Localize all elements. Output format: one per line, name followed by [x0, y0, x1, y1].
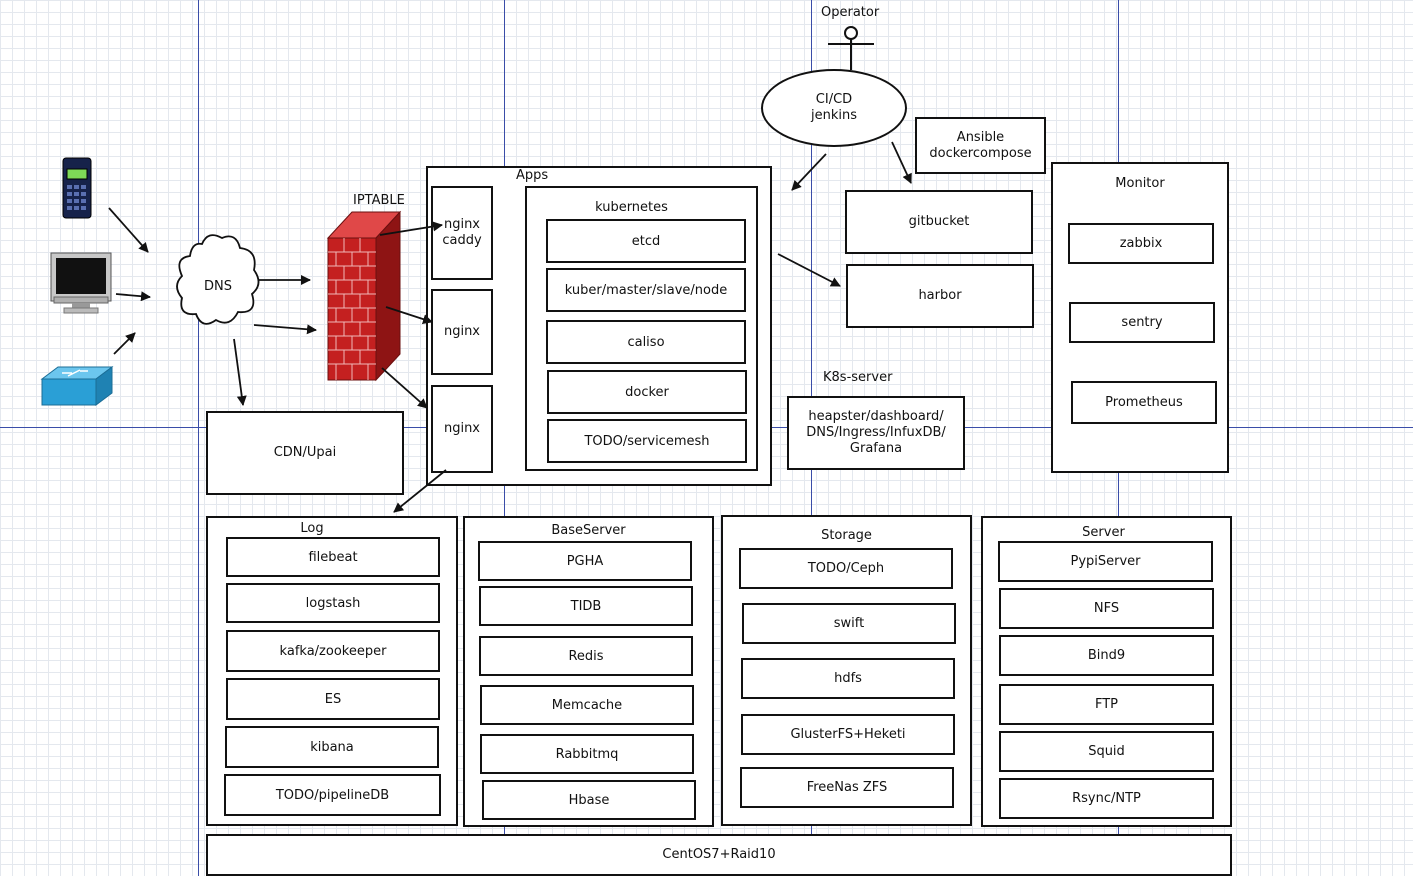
k8s-server-title: K8s-server: [823, 370, 893, 385]
k8s-item[interactable]: kuber/master/slave/node: [546, 268, 746, 312]
log-item[interactable]: logstash: [226, 583, 440, 623]
ansible-box[interactable]: Ansible dockercompose: [915, 117, 1046, 174]
dns-cloud-icon[interactable]: DNS: [172, 228, 264, 332]
harbor-box[interactable]: harbor: [846, 264, 1034, 328]
log-item[interactable]: kafka/zookeeper: [226, 630, 440, 672]
operator-actor-icon: [826, 24, 876, 72]
storage-item[interactable]: swift: [742, 603, 956, 644]
log-item[interactable]: ES: [226, 678, 440, 720]
network-switch-icon[interactable]: [40, 363, 114, 407]
monitor-item[interactable]: Prometheus: [1071, 381, 1217, 424]
server-item[interactable]: Bind9: [999, 635, 1214, 676]
dns-label: DNS: [204, 279, 232, 294]
cdn-box[interactable]: CDN/Upai: [206, 411, 404, 495]
arrow: [233, 338, 247, 406]
baseserver-title: BaseServer: [551, 523, 626, 538]
baseserver-item[interactable]: Rabbitmq: [480, 734, 694, 774]
baseserver-item[interactable]: TIDB: [479, 586, 693, 626]
monitor-item[interactable]: zabbix: [1068, 223, 1214, 264]
baseserver-item[interactable]: PGHA: [478, 541, 692, 581]
baseserver-item[interactable]: Memcache: [480, 685, 694, 725]
server-item[interactable]: Rsync/NTP: [999, 778, 1214, 819]
centos-raid-box[interactable]: CentOS7+Raid10: [206, 834, 1232, 876]
storage-item[interactable]: FreeNas ZFS: [740, 767, 954, 808]
nginx-caddy-box[interactable]: nginx caddy: [431, 186, 493, 280]
server-item[interactable]: PypiServer: [998, 541, 1213, 582]
log-item[interactable]: TODO/pipelineDB: [224, 774, 441, 816]
server-item[interactable]: NFS: [999, 588, 1214, 629]
server-item[interactable]: FTP: [999, 684, 1214, 725]
k8s-item[interactable]: etcd: [546, 219, 746, 263]
k8s-item[interactable]: caliso: [546, 320, 746, 364]
arrow: [115, 291, 151, 302]
apps-title: Apps: [516, 168, 549, 183]
operator-label: Operator: [821, 5, 880, 20]
log-item[interactable]: filebeat: [226, 537, 440, 577]
storage-item[interactable]: GlusterFS+Heketi: [741, 714, 955, 755]
baseserver-item[interactable]: Hbase: [482, 780, 696, 820]
monitor-item[interactable]: sentry: [1069, 302, 1215, 343]
k8s-item[interactable]: docker: [547, 370, 747, 414]
gitbucket-box[interactable]: gitbucket: [845, 190, 1033, 254]
storage-item[interactable]: hdfs: [741, 658, 955, 699]
arrow: [777, 253, 841, 287]
storage-item[interactable]: TODO/Ceph: [739, 548, 953, 589]
arrow: [891, 141, 912, 184]
arrow: [113, 332, 136, 355]
storage-title: Storage: [821, 528, 872, 543]
arrow: [108, 207, 149, 253]
kubernetes-title: kubernetes: [595, 200, 668, 215]
arrow: [791, 153, 827, 191]
k8s-server-box[interactable]: heapster/dashboard/ DNS/Ingress/InfuxDB/…: [787, 396, 965, 470]
server-title: Server: [1082, 525, 1125, 540]
monitor-title: Monitor: [1115, 176, 1165, 191]
log-title: Log: [300, 521, 324, 536]
nginx-box[interactable]: nginx: [431, 289, 493, 375]
firewall-icon[interactable]: [326, 208, 402, 382]
mobile-phone-icon[interactable]: [62, 157, 92, 219]
server-item[interactable]: Squid: [999, 731, 1214, 772]
baseserver-item[interactable]: Redis: [479, 636, 693, 676]
k8s-item[interactable]: TODO/servicemesh: [547, 419, 747, 463]
log-item[interactable]: kibana: [225, 726, 439, 768]
iptable-label: IPTABLE: [353, 193, 405, 208]
guide-line: [198, 0, 199, 876]
nginx-box[interactable]: nginx: [431, 385, 493, 473]
cicd-jenkins-ellipse[interactable]: CI/CD jenkins: [761, 69, 907, 147]
desktop-monitor-icon[interactable]: [50, 252, 112, 314]
